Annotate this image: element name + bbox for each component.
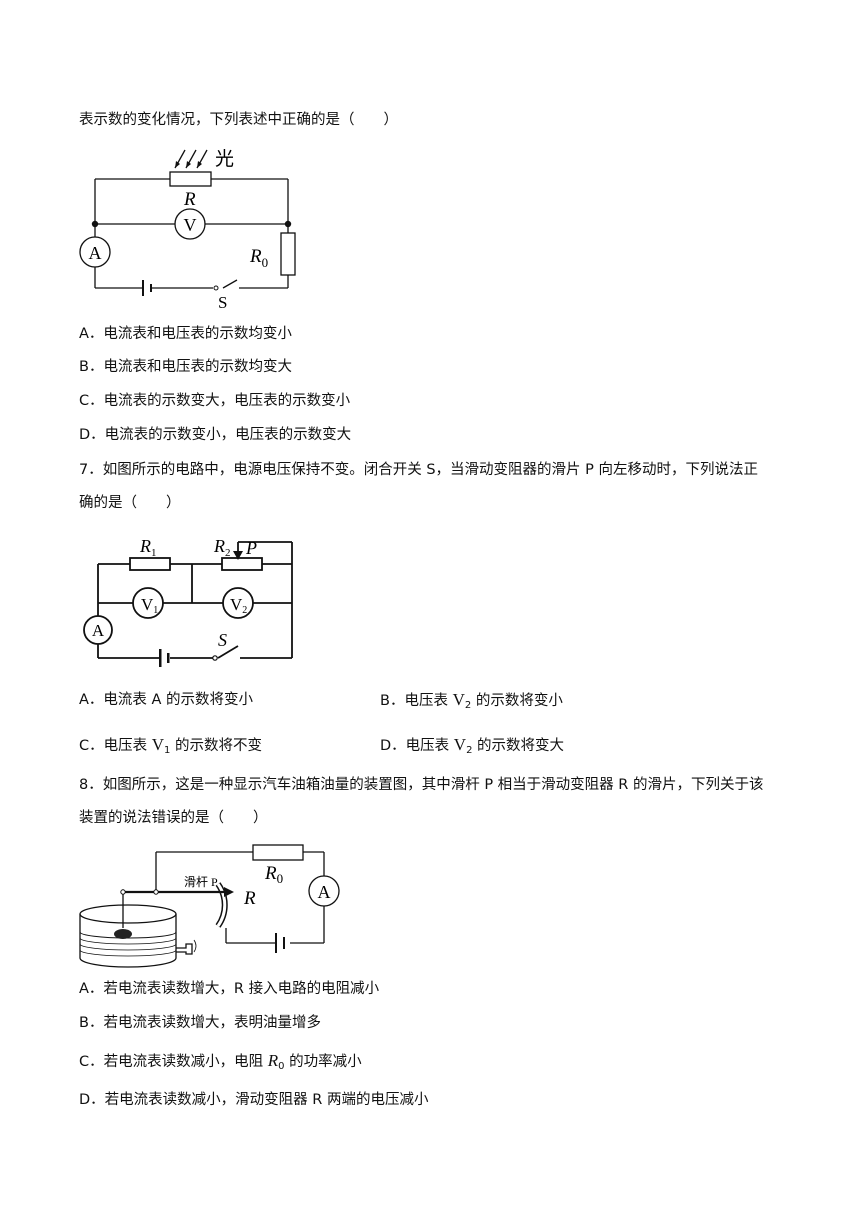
q7-s-label: S — [218, 630, 227, 650]
q7-option-c-sub: 1 — [164, 745, 171, 756]
q8-option-c-pre: C．若电流表读数减小，电阻 — [79, 1054, 268, 1070]
q8-option-c-sub: 0 — [278, 1061, 285, 1072]
q8-r-label: R — [243, 888, 256, 909]
q7-option-b-v: V — [452, 690, 465, 709]
q7-v2-sub: 2 — [242, 605, 247, 616]
q8-stem-line1: 8．如图所示，这是一种显示汽车油箱油量的装置图，其中滑杆 P 相当于滑动变阻器 … — [79, 777, 764, 793]
q8-r0-label: R — [264, 863, 277, 884]
q7-option-c-v: V — [151, 735, 165, 754]
svg-text:R2: R2 — [213, 536, 231, 559]
q6-r0-label: R — [249, 246, 262, 267]
q7-r1-label: R — [139, 536, 151, 556]
q7-p-label: P — [245, 538, 257, 558]
q7-option-b-sub: 2 — [464, 700, 472, 711]
q7-r2-label: R — [213, 536, 225, 556]
q8-r0-sub: 0 — [277, 871, 284, 886]
q6-r0-sub: 0 — [262, 255, 269, 270]
q6-s-label: S — [218, 293, 227, 310]
q7-option-d-sub: 2 — [466, 745, 473, 756]
q6-option-a: A．电流表和电压表的示数均变小 — [79, 326, 292, 342]
q6-r-label: R — [183, 189, 196, 210]
svg-text:R0: R0 — [249, 246, 268, 270]
q6-light-label: 光 — [215, 148, 234, 170]
q8-option-a: A．若电流表读数增大，R 接入电路的电阻减小 — [79, 981, 380, 997]
q7-option-b-post: 的示数将变小 — [471, 693, 563, 709]
q7-v1-sub: 1 — [153, 605, 158, 616]
q6-circuit-diagram: 光 R V A R0 S — [79, 148, 296, 310]
q6-option-d: D．电流表的示数变小，电压表的示数变大 — [79, 427, 352, 443]
q7-option-d: D．电压表 V2 的示数将变大 — [380, 735, 564, 761]
q7-stem-line2: 确的是（ ） — [79, 495, 181, 511]
q7-v1-label: V — [141, 595, 154, 614]
q7-option-a: A．电流表 A 的示数将变小 — [79, 692, 254, 708]
svg-text:R0: R0 — [264, 863, 283, 886]
q8-rod-label: 滑杆 P — [184, 875, 218, 889]
q8-option-c-r: R — [267, 1051, 279, 1070]
q7-option-c: C．电压表 V1 的示数将不变 — [79, 735, 262, 761]
q8-option-c-post: 的功率减小 — [284, 1054, 362, 1070]
q8-option-d: D．若电流表读数减小，滑动变阻器 R 两端的电压减小 — [79, 1092, 429, 1108]
q8-option-b: B．若电流表读数增大，表明油量增多 — [79, 1015, 321, 1031]
svg-text:V2: V2 — [230, 595, 247, 616]
q7-option-c-post: 的示数将不变 — [170, 738, 262, 754]
q8-option-c: C．若电流表读数减小，电阻 R0 的功率减小 — [79, 1051, 362, 1077]
q7-option-b-pre: B．电压表 — [380, 693, 453, 709]
q7-option-d-v: V — [453, 735, 467, 754]
svg-text:R1: R1 — [139, 536, 157, 559]
q8-a-label: A — [318, 882, 331, 902]
q7-r1-sub: 1 — [151, 547, 157, 559]
q6-a-label: A — [89, 243, 102, 263]
q6-stem-tail: 表示数的变化情况，下列表述中正确的是（ ） — [79, 112, 398, 128]
q7-option-c-pre: C．电压表 — [79, 738, 152, 754]
q7-circuit-diagram: R1 R2 P V1 V2 A S — [83, 536, 293, 667]
q7-a-label: A — [92, 621, 105, 640]
q7-option-b: B．电压表 V2 的示数将变小 — [380, 690, 563, 716]
q8-stem-line2: 装置的说法错误的是（ ） — [79, 810, 268, 826]
q8-fuel-gauge-diagram: 滑杆 P R R0 A — [79, 844, 340, 968]
q6-option-b: B．电流表和电压表的示数均变大 — [79, 359, 292, 375]
q7-r2-sub: 2 — [225, 547, 231, 559]
q6-option-c: C．电流表的示数变大，电压表的示数变小 — [79, 393, 351, 409]
q7-option-d-pre: D．电压表 — [380, 738, 454, 754]
q7-option-d-post: 的示数将变大 — [472, 738, 565, 754]
q7-v2-label: V — [230, 595, 243, 614]
svg-text:V1: V1 — [141, 595, 158, 616]
q6-v-label: V — [184, 215, 197, 235]
q7-stem-line1: 7．如图所示的电路中，电源电压保持不变。闭合开关 S，当滑动变阻器的滑片 P 向… — [79, 462, 758, 478]
